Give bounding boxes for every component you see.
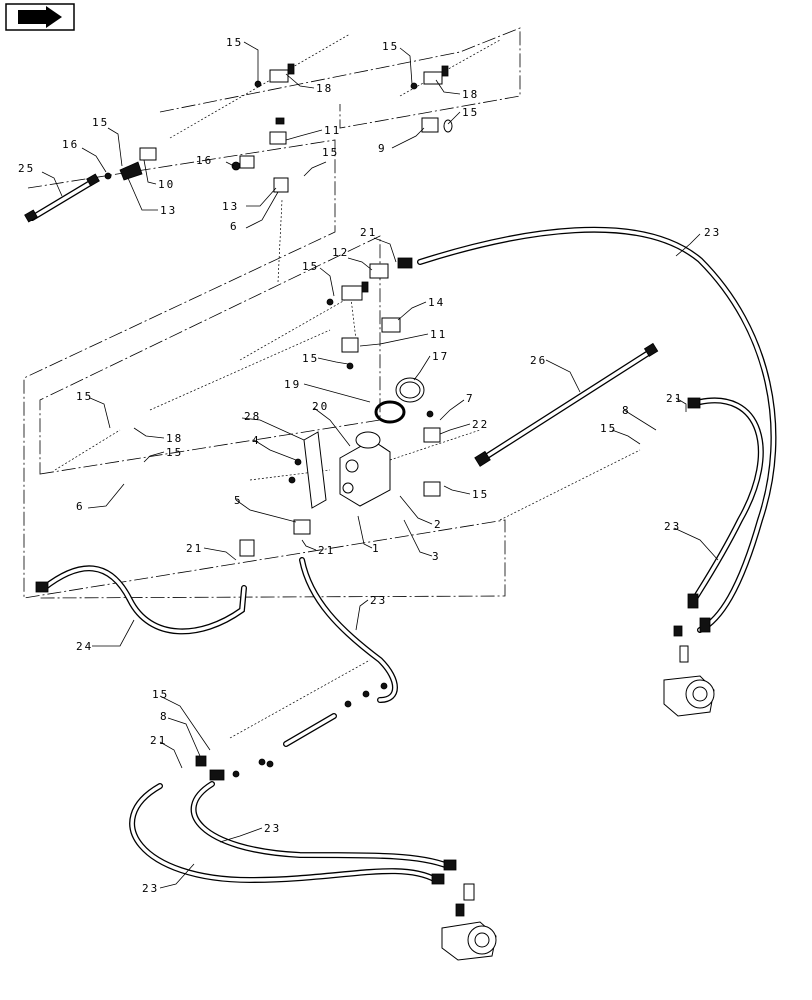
assembly-axes	[54, 33, 641, 739]
callout-1: 1	[372, 542, 381, 555]
callout-23: 23	[264, 822, 281, 835]
fitting-tee-middle	[326, 257, 413, 370]
hose-23-center	[293, 519, 398, 703]
hose-23-lower	[129, 781, 457, 885]
callout-23: 23	[704, 226, 721, 239]
callout-16: 16	[196, 154, 213, 167]
callout-15: 15	[152, 688, 169, 701]
callout-6: 6	[230, 220, 239, 233]
callout-6: 6	[76, 500, 85, 513]
callout-23: 23	[370, 594, 387, 607]
leader-lines	[41, 41, 719, 889]
arrow-right-icon[interactable]	[5, 3, 75, 31]
callout-15: 15	[600, 422, 617, 435]
callout-28: 28	[244, 410, 261, 423]
gauge-17	[395, 377, 425, 403]
callout-15: 15	[472, 488, 489, 501]
callout-18: 18	[166, 432, 183, 445]
callout-13: 13	[222, 200, 239, 213]
callout-18: 18	[316, 82, 333, 95]
hose-26	[474, 342, 659, 467]
callout-7: 7	[466, 392, 475, 405]
callout-11: 11	[430, 328, 447, 341]
fitting-tee-top-right	[410, 65, 453, 133]
callout-23: 23	[664, 520, 681, 533]
callout-12: 12	[332, 246, 349, 259]
callout-20: 20	[312, 400, 329, 413]
hose-23-upper	[417, 226, 777, 633]
callout-3: 3	[432, 550, 441, 563]
callout-22: 22	[472, 418, 489, 431]
callout-15: 15	[382, 40, 399, 53]
callout-13: 13	[160, 204, 177, 217]
callout-15: 15	[226, 36, 243, 49]
callout-11: 11	[324, 124, 341, 137]
callout-15: 15	[462, 106, 479, 119]
callout-21: 21	[150, 734, 167, 747]
callout-15: 15	[76, 390, 93, 403]
callout-5: 5	[234, 494, 243, 507]
callout-15: 15	[322, 146, 339, 159]
callout-23: 23	[142, 882, 159, 895]
callout-26: 26	[530, 354, 547, 367]
fitting-7-22	[423, 410, 441, 497]
hose-23-right	[687, 397, 764, 633]
lower-fittings	[195, 682, 388, 781]
callout-15: 15	[302, 352, 319, 365]
callout-17: 17	[432, 350, 449, 363]
hose-24	[35, 539, 255, 635]
callout-21: 21	[360, 226, 377, 239]
motor-right	[663, 625, 715, 717]
callout-16: 16	[62, 138, 79, 151]
callout-labels: 15 18 15 18 15 9 15 16 10 13 25 11 16 15…	[18, 36, 721, 895]
callout-8: 8	[622, 404, 631, 417]
callout-4: 4	[252, 434, 261, 447]
callout-21: 21	[666, 392, 683, 405]
callout-21: 21	[186, 542, 203, 555]
callout-14: 14	[428, 296, 445, 309]
motor-lower	[441, 883, 497, 961]
callout-10: 10	[158, 178, 175, 191]
callout-8: 8	[160, 710, 169, 723]
callout-15: 15	[92, 116, 109, 129]
callout-24: 24	[76, 640, 93, 653]
callout-19: 19	[284, 378, 301, 391]
callout-15: 15	[166, 446, 183, 459]
callout-15: 15	[302, 260, 319, 273]
callout-9: 9	[378, 142, 387, 155]
group-outline-top	[23, 27, 521, 599]
callout-18: 18	[462, 88, 479, 101]
callout-21: 21	[318, 544, 335, 557]
fitting-tee-top-left	[104, 63, 295, 193]
ring-19	[374, 400, 406, 424]
valve-block-20	[288, 431, 391, 509]
callout-25: 25	[18, 162, 35, 175]
callout-2: 2	[434, 518, 443, 531]
hose-25	[24, 173, 100, 223]
